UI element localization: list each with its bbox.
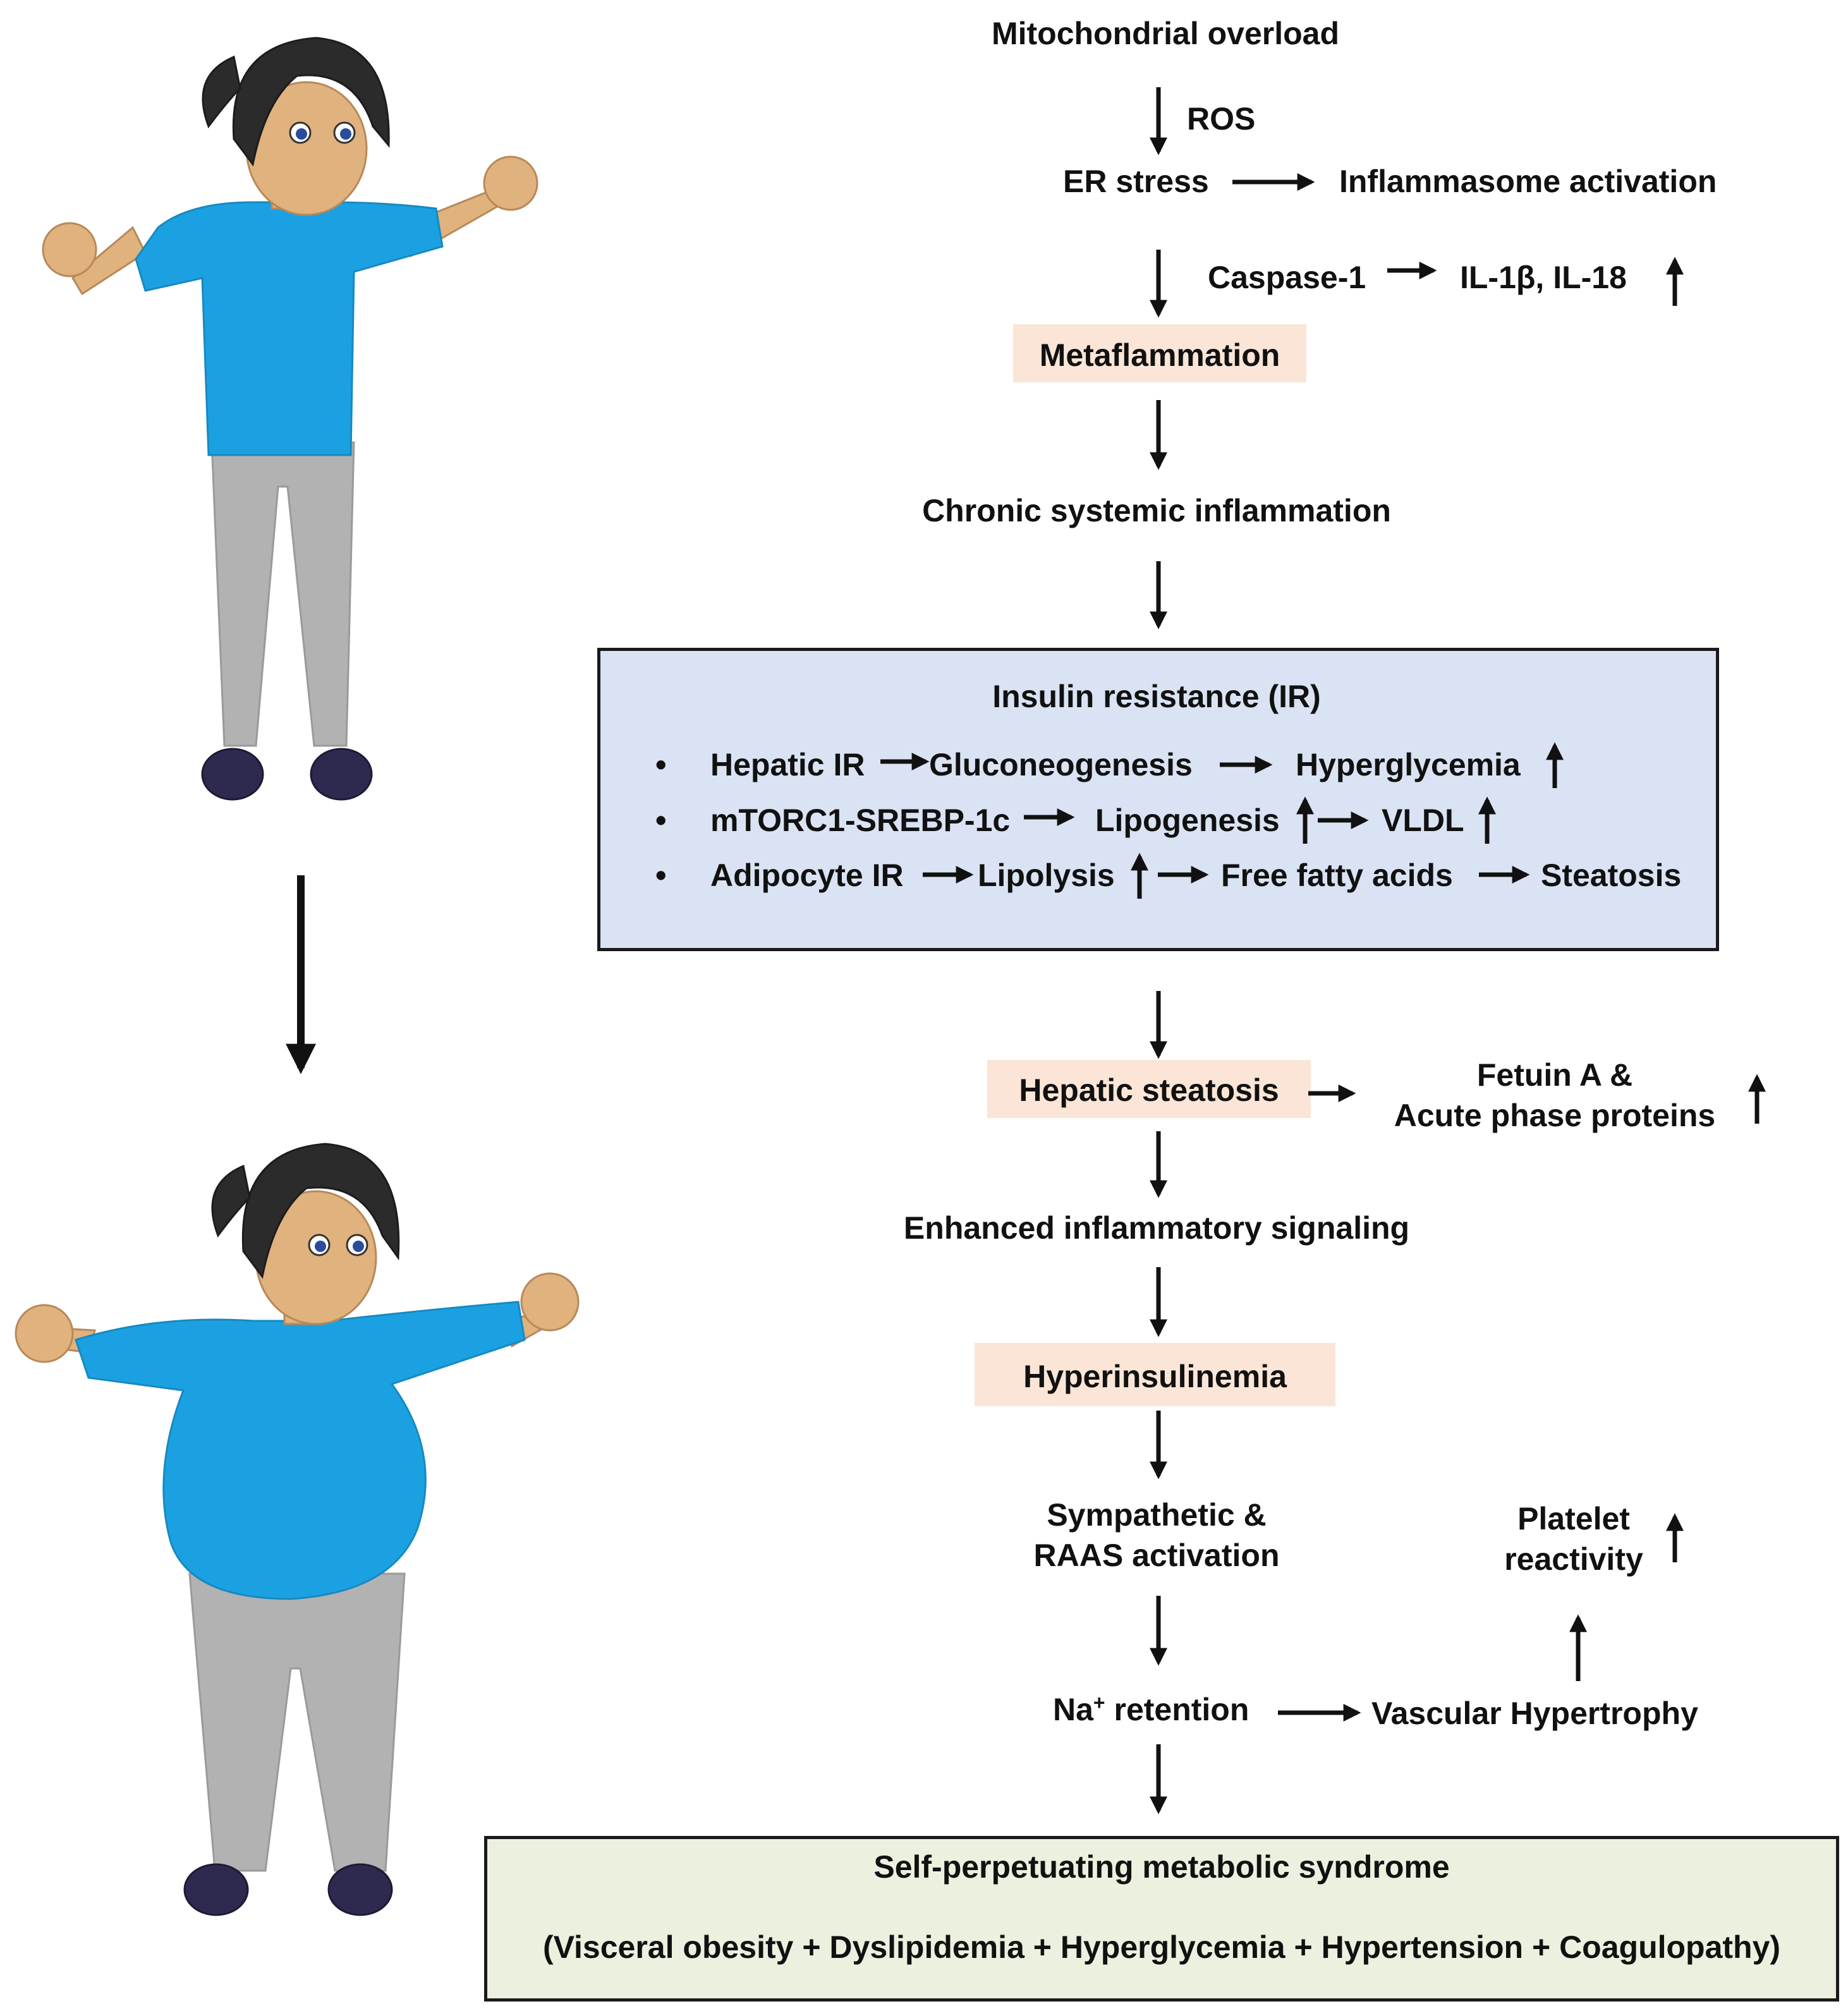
er-stress-label: ER stress: [1063, 164, 1209, 199]
ros-label: ROS: [1187, 101, 1256, 137]
sodium-retention-label: Na+ retention: [1053, 1691, 1249, 1727]
caspase-1-label: Caspase-1: [1208, 260, 1366, 295]
hyperinsulinemia-highlight: [975, 1343, 1335, 1406]
metaflammation-label: Metaflammation: [1039, 337, 1280, 373]
bullet-3: •: [655, 858, 667, 893]
hepatic-steatosis-highlight: [987, 1060, 1311, 1118]
acute-phase-proteins-label: Acute phase proteins: [1394, 1098, 1716, 1133]
vascular-hypertrophy-label: Vascular Hypertrophy: [1371, 1696, 1698, 1731]
mtorc1-srebp-label: mTORC1-SREBP-1c: [710, 803, 1011, 838]
platelet-label: Platelet: [1517, 1501, 1630, 1536]
steatosis-label: Steatosis: [1541, 858, 1682, 893]
bullet-2: •: [655, 803, 667, 838]
hyperglycemia-label: Hyperglycemia: [1296, 747, 1521, 782]
fetuin-a-label: Fetuin A &: [1476, 1057, 1633, 1093]
hepatic-ir-label: Hepatic IR: [710, 747, 865, 782]
mitochondrial-overload-label: Mitochondrial overload: [991, 16, 1340, 51]
vldl-label: VLDL: [1382, 803, 1464, 838]
interleukin-label: IL-1β, IL-18: [1460, 260, 1627, 295]
syndrome-components-label: (Visceral obesity + Dyslipidemia + Hyper…: [542, 1929, 1781, 1965]
lipolysis-label: Lipolysis: [978, 858, 1115, 893]
sympathetic-label: Sympathetic &: [1047, 1497, 1267, 1533]
free-fatty-acids-label: Free fatty acids: [1221, 858, 1453, 893]
hyperinsulinemia-label: Hyperinsulinemia: [1023, 1359, 1287, 1394]
inflammasome-activation-label: Inflammasome activation: [1339, 164, 1717, 199]
chronic-inflammation-label: Chronic systemic inflammation: [922, 493, 1391, 528]
bullet-1: •: [655, 747, 667, 782]
metabolic-syndrome-box: [484, 1836, 1839, 2002]
metabolic-syndrome-title: Self-perpetuating metabolic syndrome: [873, 1849, 1450, 1885]
gluconeogenesis-label: Gluconeogenesis: [929, 747, 1193, 782]
adipocyte-ir-label: Adipocyte IR: [710, 858, 904, 893]
enhanced-signaling-label: Enhanced inflammatory signaling: [903, 1210, 1410, 1246]
metaflammation-highlight: [1013, 324, 1306, 382]
slim-person-figure: [42, 37, 538, 801]
insulin-resistance-box: [597, 648, 1719, 951]
insulin-resistance-title: Insulin resistance (IR): [992, 679, 1321, 714]
raas-activation-label: RAAS activation: [1033, 1538, 1280, 1573]
lipogenesis-label: Lipogenesis: [1095, 803, 1280, 838]
reactivity-label: reactivity: [1504, 1541, 1643, 1577]
hepatic-steatosis-label: Hepatic steatosis: [1019, 1072, 1279, 1108]
obese-person-figure: [15, 1143, 580, 1916]
